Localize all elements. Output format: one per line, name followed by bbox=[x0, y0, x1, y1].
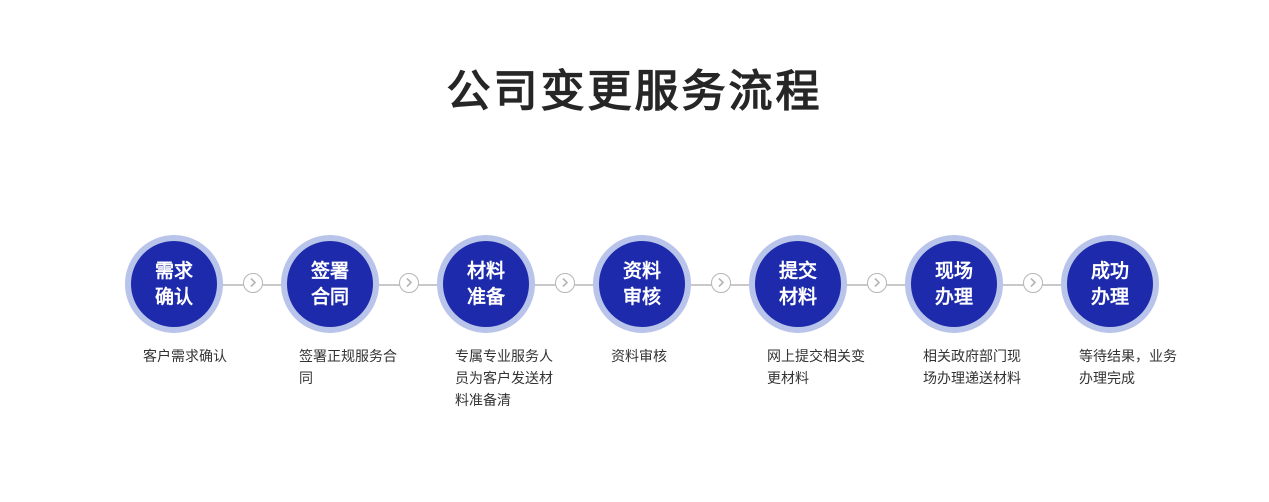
step-circle: 签署 合同 bbox=[281, 235, 379, 333]
step-description: 签署正规服务合同 bbox=[299, 349, 397, 387]
step-description: 相关政府部门现场办理递送材料 bbox=[923, 349, 1021, 387]
step-label-line2: 材料 bbox=[778, 286, 817, 308]
chevron-right-circle-icon bbox=[243, 273, 263, 293]
step-label-line1: 成功 bbox=[1090, 260, 1129, 282]
chevron-right-circle-icon bbox=[711, 273, 731, 293]
chevron-right-circle-icon bbox=[1023, 273, 1043, 293]
page-title: 公司变更服务流程 bbox=[446, 66, 823, 117]
step-label-line2: 准备 bbox=[466, 286, 505, 308]
step-circle: 提交 材料 bbox=[749, 235, 847, 333]
step-label-line2: 办理 bbox=[934, 286, 973, 308]
step-circle: 资料 审核 bbox=[593, 235, 691, 333]
step-description: 等待结果，业务办理完成 bbox=[1079, 349, 1177, 387]
step-label-line2: 合同 bbox=[310, 286, 349, 308]
step-circle: 现场 办理 bbox=[905, 235, 1003, 333]
chevron-right-circle-icon bbox=[399, 273, 419, 293]
step-circle: 需求 确认 bbox=[125, 235, 223, 333]
step-label-line2: 确认 bbox=[154, 286, 193, 308]
step-label-line1: 资料 bbox=[622, 260, 661, 282]
chevron-right-circle-icon bbox=[867, 273, 887, 293]
step-label-line1: 提交 bbox=[778, 260, 817, 282]
step-circle: 材料 准备 bbox=[437, 235, 535, 333]
chevron-right-circle-icon bbox=[555, 273, 575, 293]
step-label-line1: 材料 bbox=[466, 260, 505, 282]
step-label-line1: 现场 bbox=[934, 260, 973, 282]
step-label-line2: 审核 bbox=[622, 286, 661, 308]
step-description: 资料审核 bbox=[611, 349, 667, 365]
step-description: 专属专业服务人员为客户发送材料准备清 bbox=[455, 349, 553, 409]
step-description: 网上提交相关变更材料 bbox=[767, 349, 865, 387]
step-description: 客户需求确认 bbox=[143, 349, 227, 365]
step-label-line1: 需求 bbox=[154, 260, 193, 282]
step-circle: 成功 办理 bbox=[1061, 235, 1159, 333]
step-label-line1: 签署 bbox=[310, 260, 349, 282]
step-label-line2: 办理 bbox=[1090, 286, 1129, 308]
